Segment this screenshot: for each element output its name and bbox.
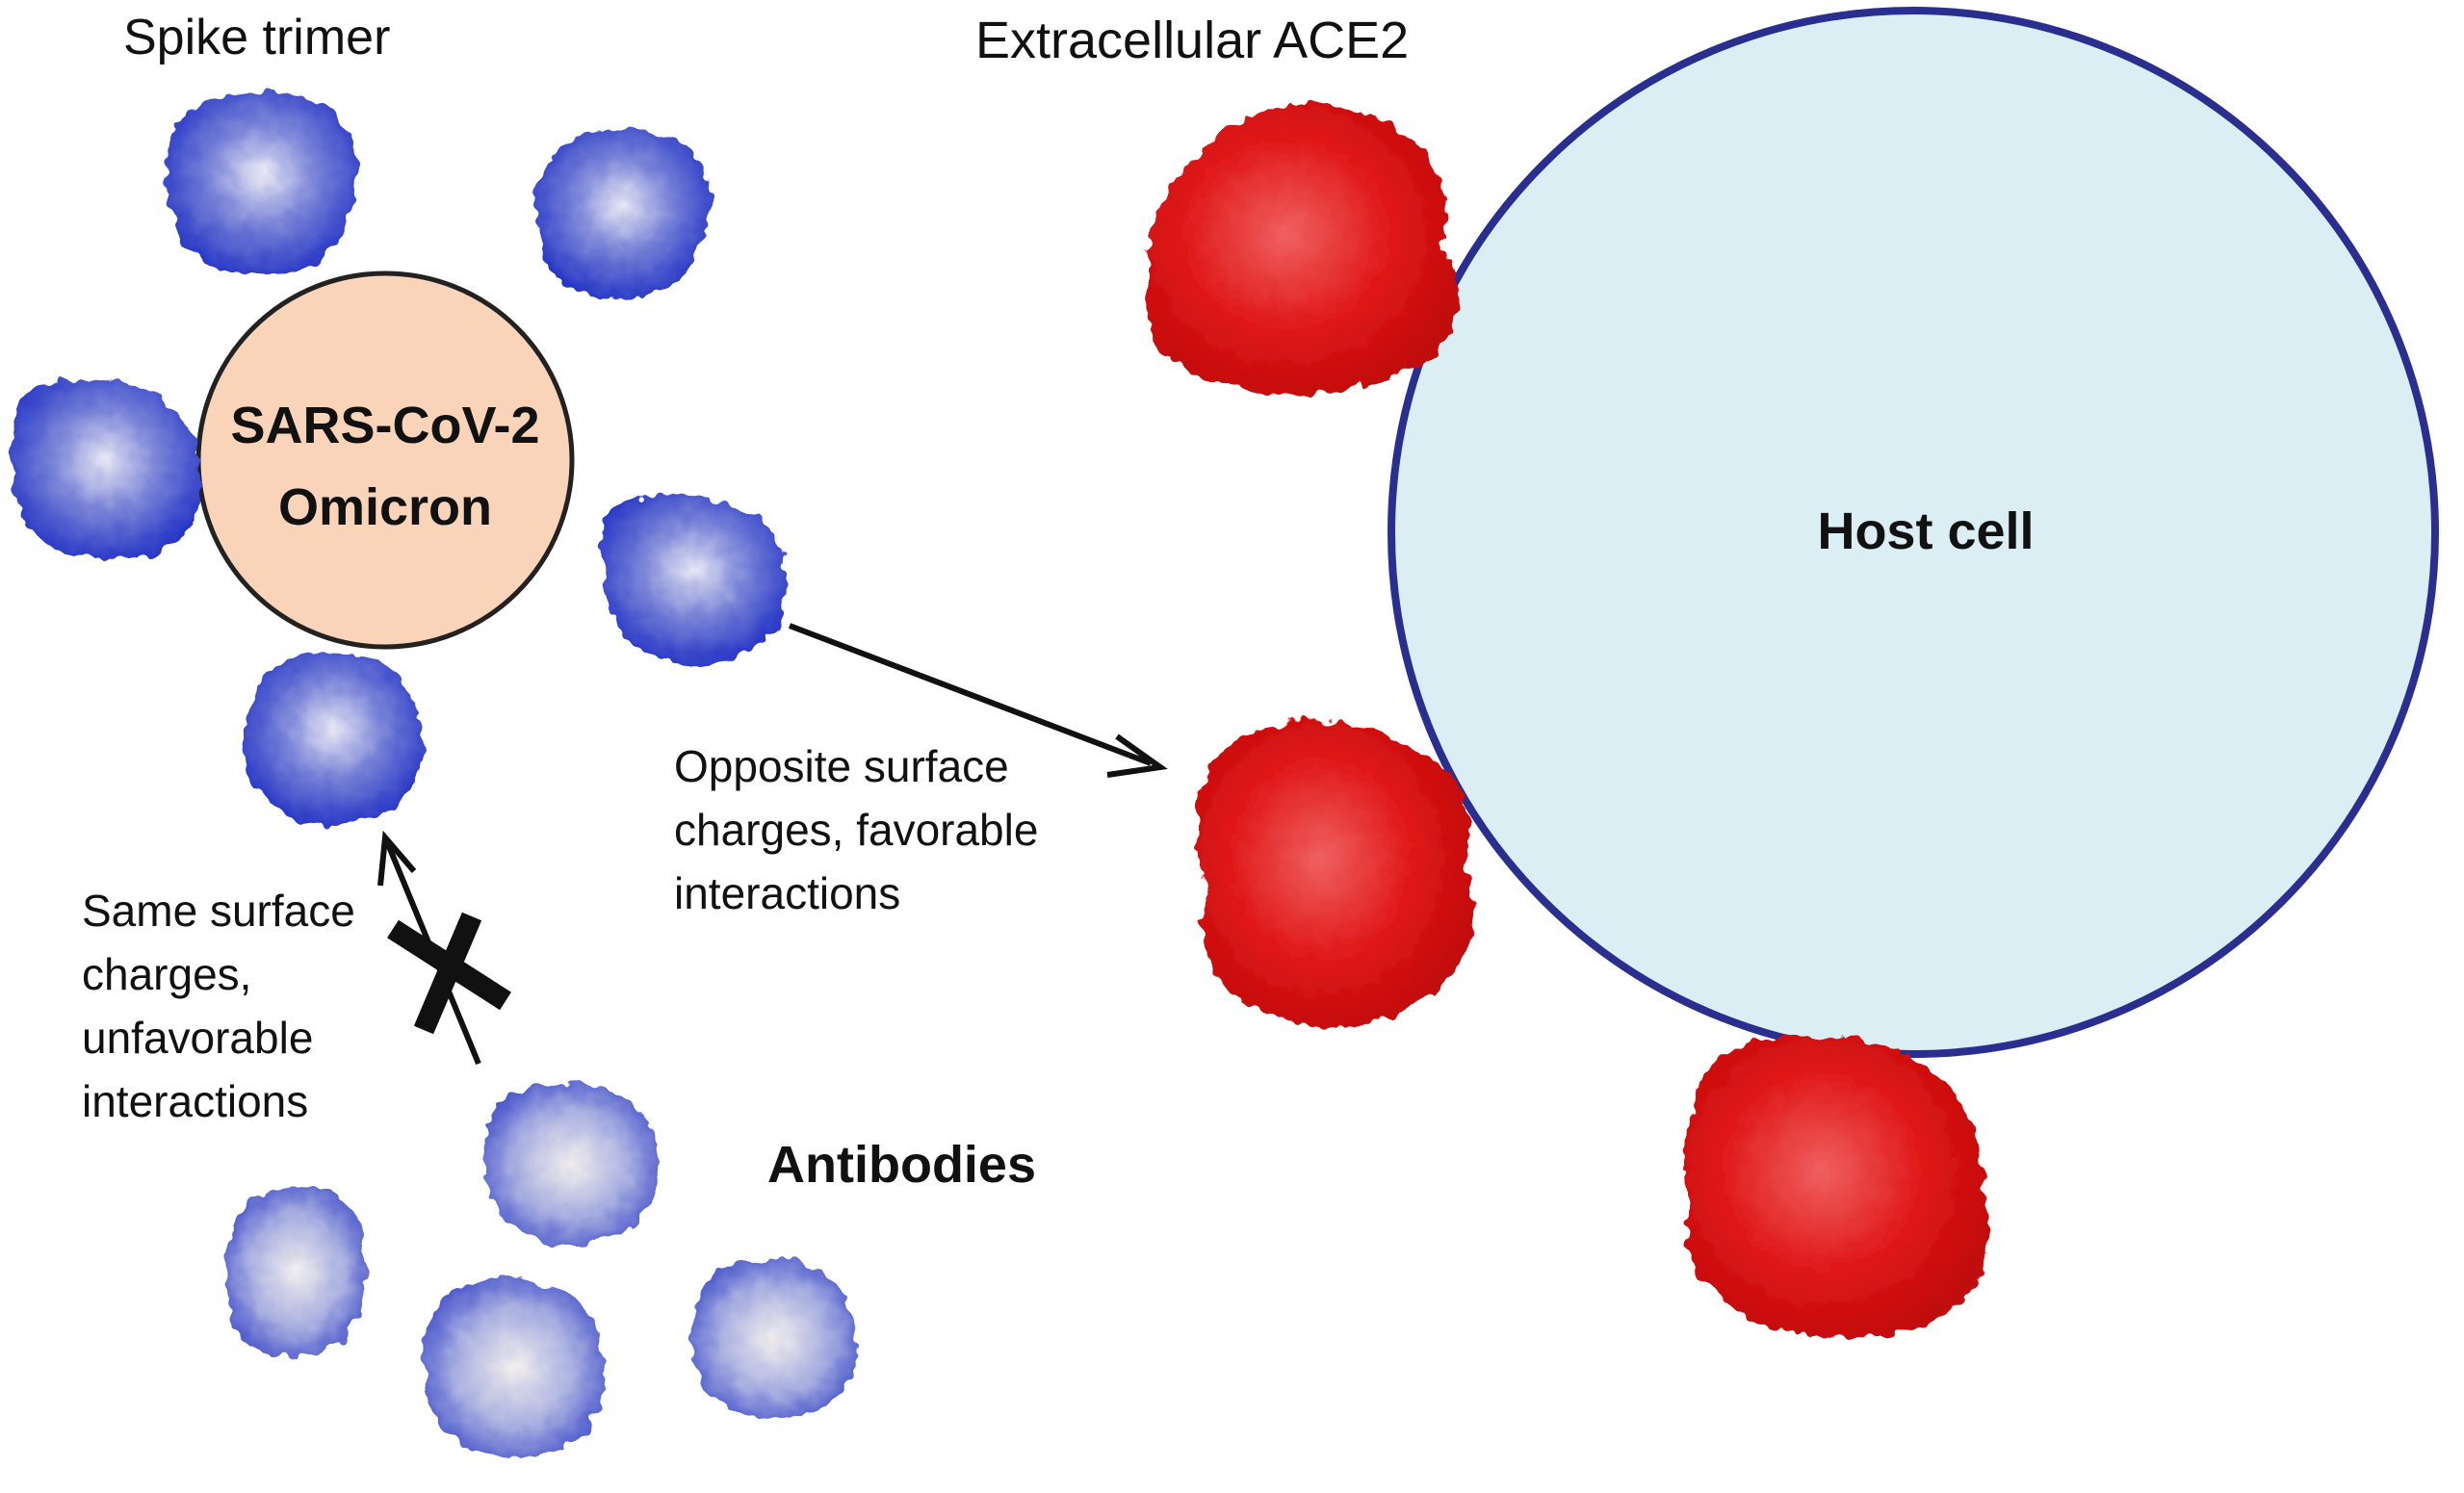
caption-line: Same surface [82, 886, 355, 936]
spike-trimer-top-right [535, 128, 710, 297]
virus-particle-circle [195, 270, 575, 650]
antibody-top [484, 1083, 659, 1246]
spike-trimer-label: Spike trimer [123, 10, 390, 65]
ace2-protein-middle [1197, 720, 1473, 1028]
ace2-protein-top [1145, 103, 1460, 395]
antibody-left [225, 1187, 367, 1356]
host-cell-circle [1388, 7, 2439, 1058]
ace2-protein-bottom [1684, 1035, 1990, 1338]
antibodies-label: Antibodies [767, 1136, 1036, 1194]
spike-trimer-top-left [167, 92, 358, 275]
caption-line: interactions [82, 1076, 308, 1126]
spike-trimer-bottom [245, 652, 423, 824]
favorable-interaction-arrow [788, 623, 1168, 778]
virus-name-line2: Omicron [278, 478, 492, 536]
caption-line: Opposite surface [674, 741, 1009, 791]
caption-line: charges, favorable [674, 805, 1038, 855]
caption-line: interactions [674, 868, 900, 918]
spike-trimer-left [11, 378, 200, 560]
spike-trimer-right [600, 494, 787, 663]
caption-line: charges, [82, 949, 251, 999]
extracellular-ace2-label: Extracellular ACE2 [975, 12, 1409, 69]
unfavorable-interaction-caption: Same surface charges, unfavorable intera… [82, 886, 355, 1126]
caption-line: unfavorable [82, 1013, 313, 1063]
antibody-right [690, 1259, 858, 1419]
antibody-middle [425, 1278, 605, 1457]
favorable-interaction-caption: Opposite surface charges, favorable inte… [674, 741, 1038, 918]
host-cell-label: Host cell [1817, 502, 2034, 560]
virus-name-line1: SARS-CoV-2 [230, 397, 539, 454]
cross-mark-icon [387, 912, 511, 1035]
